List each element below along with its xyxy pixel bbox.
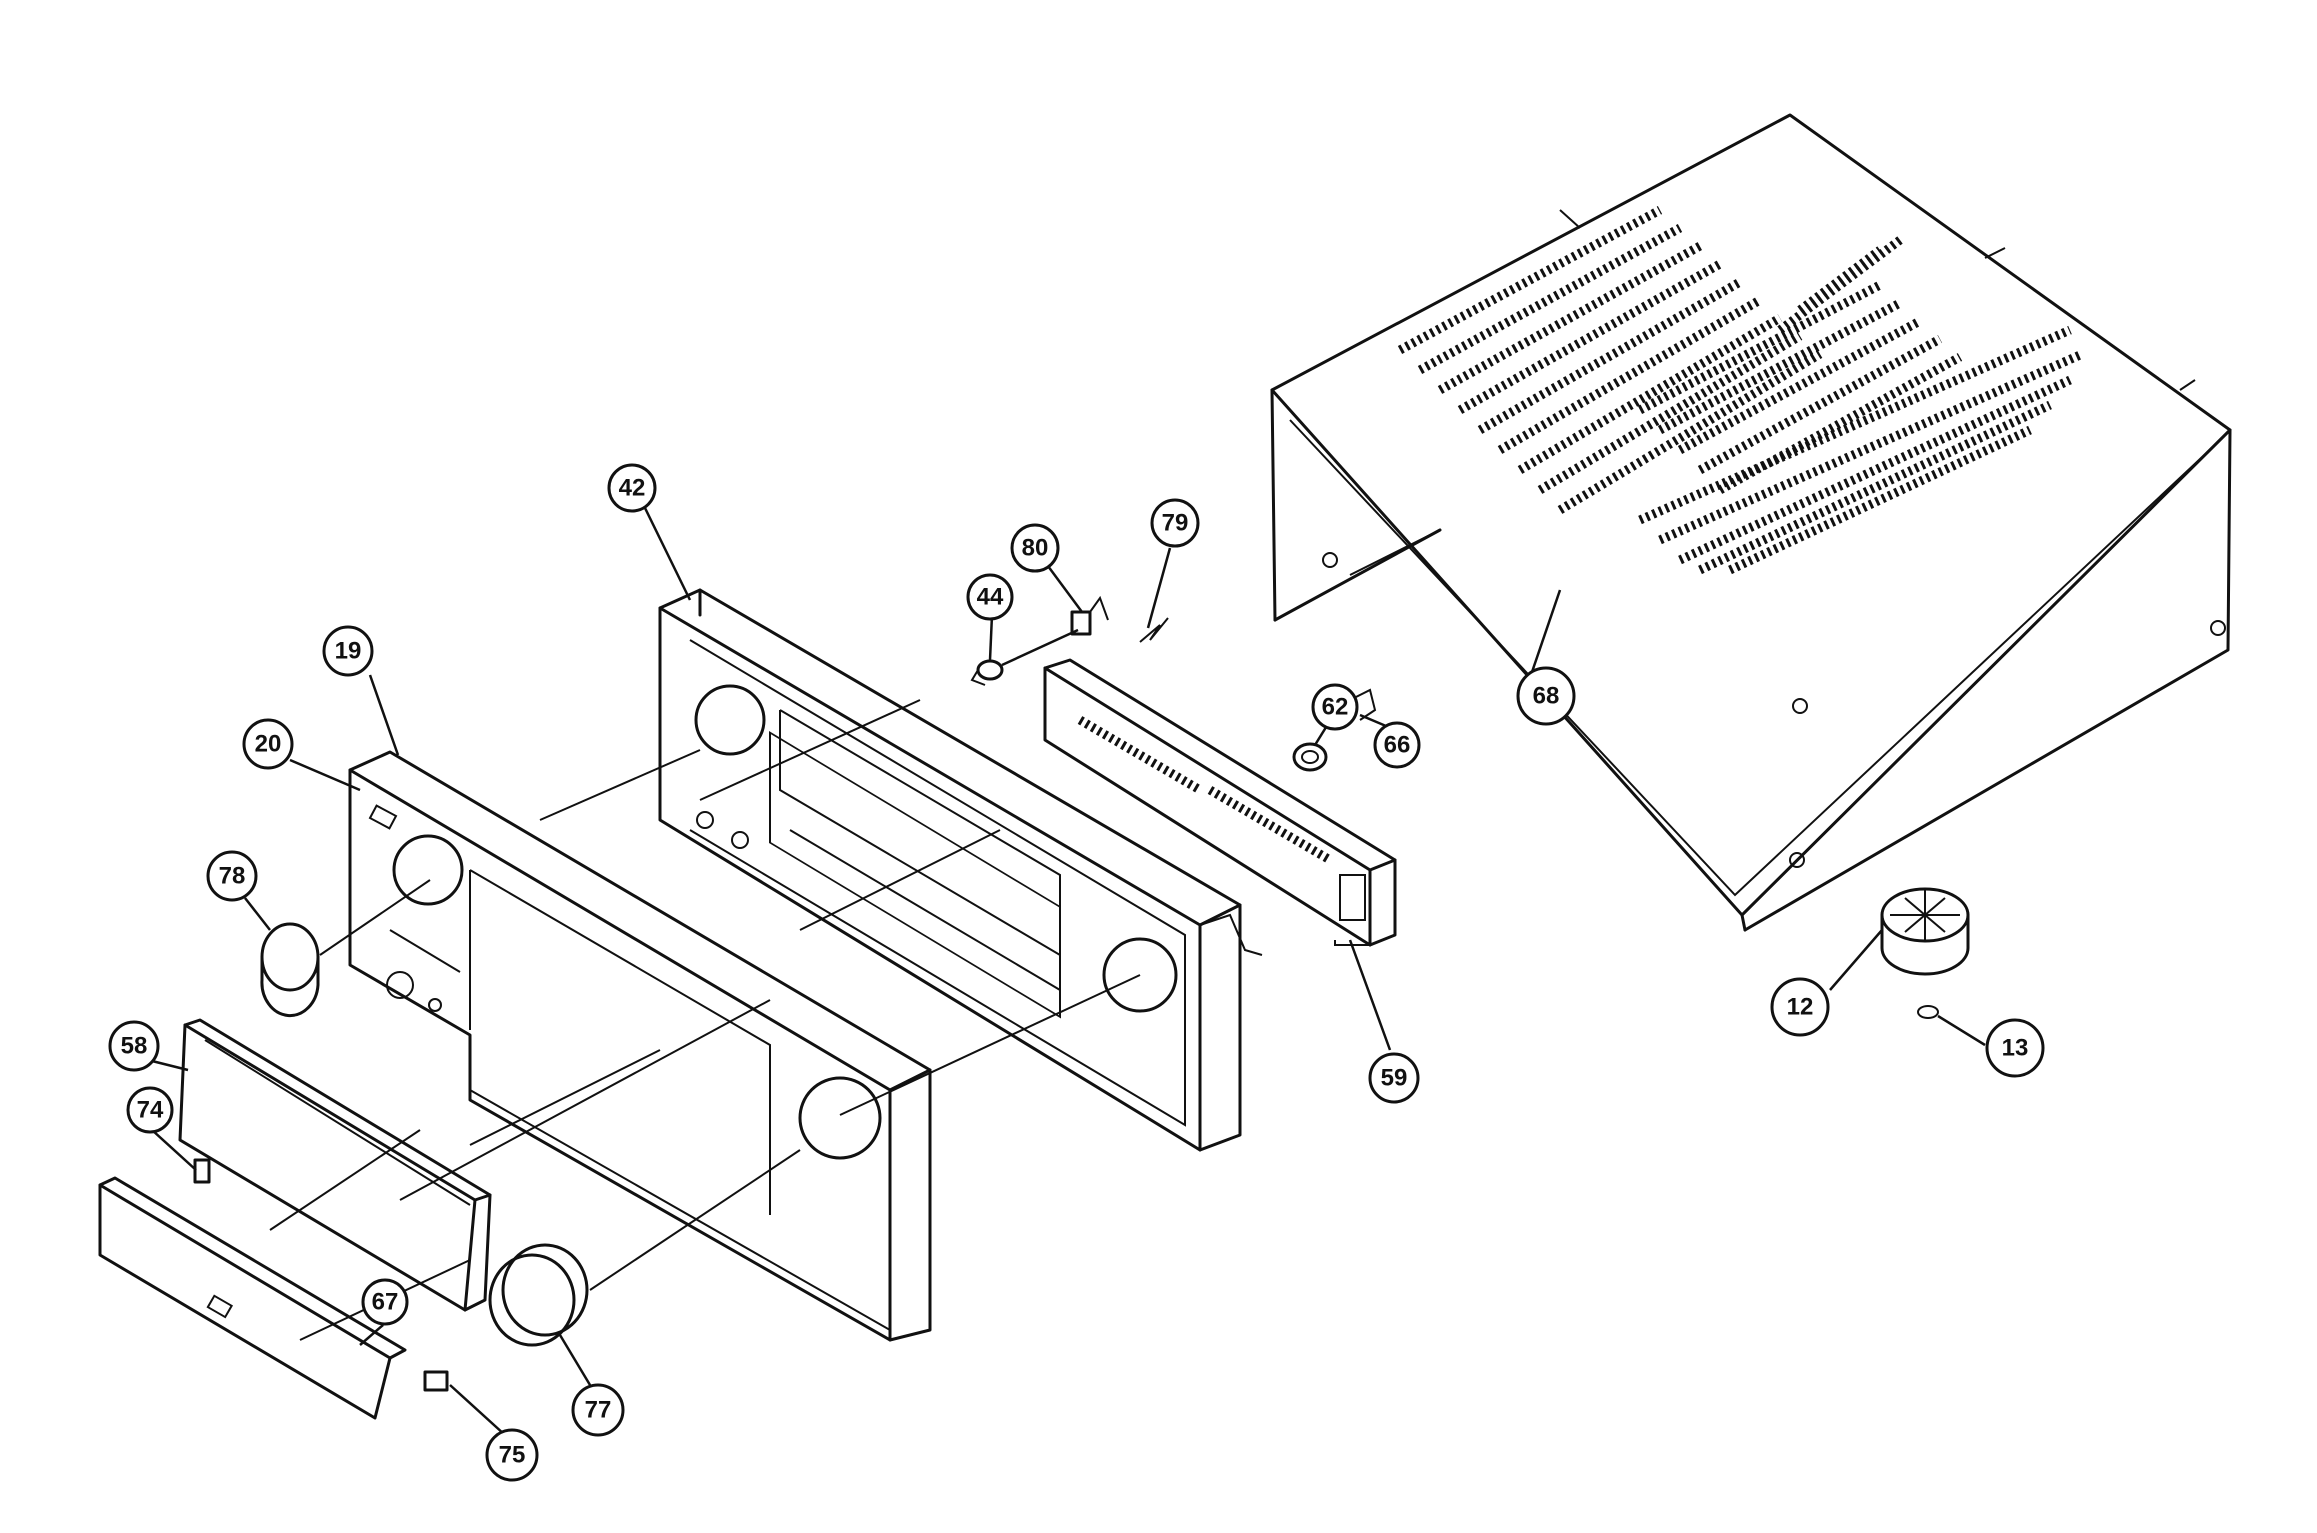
callout-label: 75	[499, 1442, 526, 1469]
display-pcb-part	[1043, 658, 1397, 947]
callout-77: 77	[571, 1383, 625, 1437]
callout-label: 20	[255, 731, 282, 758]
callout-label: 77	[585, 1397, 612, 1424]
callout-42: 42	[607, 463, 657, 513]
callout-label: 78	[219, 863, 246, 890]
callout-label: 79	[1162, 510, 1189, 537]
callout-label: 42	[619, 475, 646, 502]
callout-label: 80	[1022, 535, 1049, 562]
callout-label: 62	[1322, 694, 1349, 721]
callout-label: 58	[121, 1033, 148, 1060]
knob-small-part	[260, 922, 320, 1018]
callout-74: 74	[126, 1086, 174, 1134]
callout-label: 67	[372, 1289, 399, 1316]
top-cover-part	[1270, 113, 2232, 932]
callout-label: 13	[2002, 1035, 2029, 1062]
callout-label: 12	[1787, 994, 1814, 1021]
callout-label: 19	[335, 638, 362, 665]
callout-75: 75	[485, 1428, 539, 1482]
callout-label: 68	[1533, 683, 1560, 710]
front-panel-part	[348, 750, 932, 1342]
callout-label: 74	[137, 1097, 164, 1124]
callout-66: 66	[1373, 721, 1421, 769]
leader-lines	[147, 507, 1986, 1436]
knob-large-part	[488, 1243, 589, 1347]
callout-12: 12	[1770, 977, 1830, 1037]
callout-68: 68	[1516, 666, 1576, 726]
callout-67: 67	[361, 1278, 409, 1326]
callout-13: 13	[1985, 1018, 2045, 1078]
callout-59: 59	[1368, 1052, 1420, 1104]
callout-62: 62	[1311, 683, 1359, 731]
callout-78: 78	[206, 850, 258, 902]
cover-vent-slots	[1397, 206, 2082, 575]
callout-20: 20	[242, 718, 294, 770]
callout-label: 66	[1384, 732, 1411, 759]
foot-part	[1880, 887, 1970, 1019]
callout-58: 58	[108, 1020, 160, 1072]
front-chassis-frame-part	[658, 588, 1263, 1152]
callout-label: 59	[1381, 1065, 1408, 1092]
display-window-part	[178, 1018, 492, 1312]
callout-19: 19	[322, 625, 374, 677]
callout-80: 80	[1010, 523, 1060, 573]
callout-79: 79	[1150, 498, 1200, 548]
door-panel-part	[98, 1158, 449, 1420]
assembly-lines	[269, 529, 1441, 1341]
callout-44: 44	[966, 573, 1014, 621]
callout-label: 44	[977, 584, 1004, 611]
